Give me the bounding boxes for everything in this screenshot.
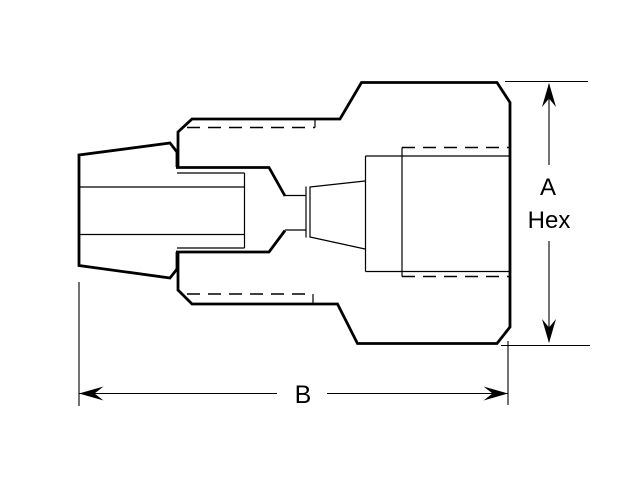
tube-lines [79,186,245,236]
arrowhead-right-icon [483,386,508,401]
female-port-bore [364,147,509,277]
dimension-hex-label: Hex [528,207,571,234]
ferrule-bore-lines [177,172,246,249]
thread-dashes [187,119,509,304]
dimension-a-hex: A Hex [501,80,590,347]
dimension-b: B [78,282,509,409]
arrowhead-up-icon [542,83,556,107]
arrowhead-down-icon [542,319,556,343]
dimension-a-label: A [540,174,556,201]
arrowhead-left-icon [79,386,104,401]
dimension-b-label: B [295,381,312,409]
port-neck-detail [285,180,366,250]
nut-outline [77,141,179,280]
body-outline [176,81,512,345]
